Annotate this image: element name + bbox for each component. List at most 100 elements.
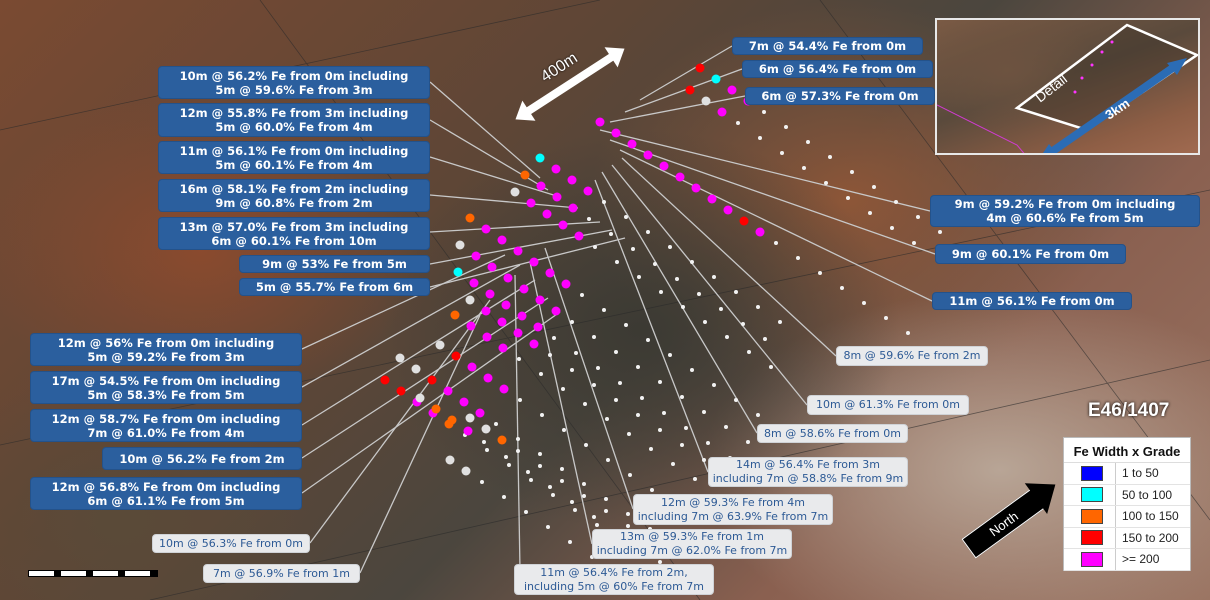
planned-hole bbox=[906, 331, 910, 335]
drill-hole bbox=[467, 362, 477, 372]
intercept-text: 5m @ 60.0% Fe from 4m bbox=[215, 120, 373, 134]
planned-hole bbox=[756, 305, 760, 309]
planned-hole bbox=[734, 290, 738, 294]
planned-hole bbox=[636, 365, 640, 369]
intercept-text: 12m @ 55.8% Fe from 3m including bbox=[179, 106, 409, 120]
drill-hole bbox=[459, 397, 469, 407]
planned-hole bbox=[524, 510, 528, 514]
planned-hole bbox=[580, 293, 584, 297]
planned-hole bbox=[712, 275, 716, 279]
intercept-text: 7m @ 54.4% Fe from 0m bbox=[748, 39, 907, 53]
planned-hole bbox=[602, 200, 606, 204]
drill-hole bbox=[461, 466, 471, 476]
planned-hole bbox=[850, 170, 854, 174]
intercept-label: 6m @ 57.3% Fe from 0m bbox=[745, 87, 935, 105]
drill-hole bbox=[717, 107, 727, 117]
planned-hole bbox=[627, 432, 631, 436]
drill-hole bbox=[691, 183, 701, 193]
intercept-text: 11m @ 56.1% Fe from 0m bbox=[949, 294, 1115, 308]
drill-hole bbox=[552, 192, 562, 202]
planned-hole bbox=[734, 398, 738, 402]
drill-hole bbox=[435, 340, 445, 350]
planned-hole bbox=[680, 395, 684, 399]
drill-hole bbox=[427, 375, 437, 385]
planned-hole bbox=[605, 417, 609, 421]
drill-hole bbox=[499, 384, 509, 394]
drill-hole bbox=[475, 408, 485, 418]
planned-hole bbox=[602, 308, 606, 312]
planned-hole bbox=[587, 217, 591, 221]
drill-hole bbox=[558, 220, 568, 230]
detail-box bbox=[1014, 23, 1198, 132]
leader-line bbox=[429, 156, 561, 198]
drill-hole bbox=[755, 227, 765, 237]
legend-label: 50 to 100 bbox=[1115, 484, 1172, 505]
drill-hole bbox=[415, 393, 425, 403]
drill-hole bbox=[450, 310, 460, 320]
legend-label: 150 to 200 bbox=[1115, 527, 1179, 548]
drill-hole bbox=[520, 170, 530, 180]
planned-hole bbox=[762, 110, 766, 114]
planned-hole bbox=[631, 247, 635, 251]
leader-line bbox=[611, 164, 808, 406]
planned-hole bbox=[539, 372, 543, 376]
leader-line bbox=[301, 297, 549, 459]
planned-hole bbox=[746, 440, 750, 444]
intercept-text: 6m @ 56.4% Fe from 0m bbox=[758, 62, 917, 76]
planned-hole bbox=[507, 463, 511, 467]
legend-swatch bbox=[1081, 465, 1103, 481]
planned-hole bbox=[824, 181, 828, 185]
drill-hole bbox=[465, 413, 475, 423]
drill-hole bbox=[659, 161, 669, 171]
planned-hole bbox=[658, 380, 662, 384]
planned-hole bbox=[482, 440, 486, 444]
drill-hole bbox=[453, 267, 463, 277]
leader-line bbox=[429, 221, 601, 233]
intercept-label: 9m @ 53% Fe from 5m bbox=[239, 255, 430, 273]
planned-hole bbox=[592, 515, 596, 519]
legend-item: 100 to 150 bbox=[1064, 506, 1190, 528]
drill-hole bbox=[465, 295, 475, 305]
drill-hole bbox=[567, 175, 577, 185]
leader-line bbox=[544, 247, 634, 510]
legend-swatch bbox=[1081, 508, 1103, 524]
legend-item: 1 to 50 bbox=[1064, 463, 1190, 485]
planned-hole bbox=[702, 410, 706, 414]
intercept-label: 5m @ 55.7% Fe from 6m bbox=[239, 278, 430, 296]
planned-hole bbox=[719, 307, 723, 311]
planned-hole bbox=[614, 350, 618, 354]
planned-hole bbox=[573, 508, 577, 512]
drill-hole bbox=[711, 74, 721, 84]
drill-hole bbox=[529, 257, 539, 267]
leader-line bbox=[601, 171, 758, 434]
planned-hole bbox=[763, 337, 767, 341]
intercept-text: 9m @ 60.8% Fe from 2m bbox=[215, 195, 373, 210]
planned-hole bbox=[675, 277, 679, 281]
drill-hole bbox=[627, 139, 637, 149]
drill-hole bbox=[497, 317, 507, 327]
planned-hole bbox=[595, 523, 599, 527]
planned-hole bbox=[818, 271, 822, 275]
planned-hole bbox=[568, 540, 572, 544]
planned-hole bbox=[560, 467, 564, 471]
drill-hole bbox=[517, 311, 527, 321]
planned-hole bbox=[712, 383, 716, 387]
planned-hole bbox=[747, 350, 751, 354]
intercept-text: 12m @ 59.3% Fe from 4m bbox=[661, 495, 805, 509]
planned-hole bbox=[526, 470, 530, 474]
intercept-text: 10m @ 56.2% Fe from 2m bbox=[119, 451, 285, 466]
planned-hole bbox=[796, 256, 800, 260]
planned-hole bbox=[862, 301, 866, 305]
intercept-label: 10m @ 56.3% Fe from 0m bbox=[152, 534, 310, 553]
planned-hole bbox=[485, 448, 489, 452]
planned-hole bbox=[780, 151, 784, 155]
planned-hole bbox=[668, 245, 672, 249]
intercept-text: 5m @ 60.1% Fe from 4m bbox=[215, 157, 373, 172]
drill-hole bbox=[443, 386, 453, 396]
planned-hole bbox=[769, 365, 773, 369]
intercept-text: 4m @ 60.6% Fe from 5m bbox=[986, 211, 1144, 225]
leader-line bbox=[599, 129, 931, 212]
